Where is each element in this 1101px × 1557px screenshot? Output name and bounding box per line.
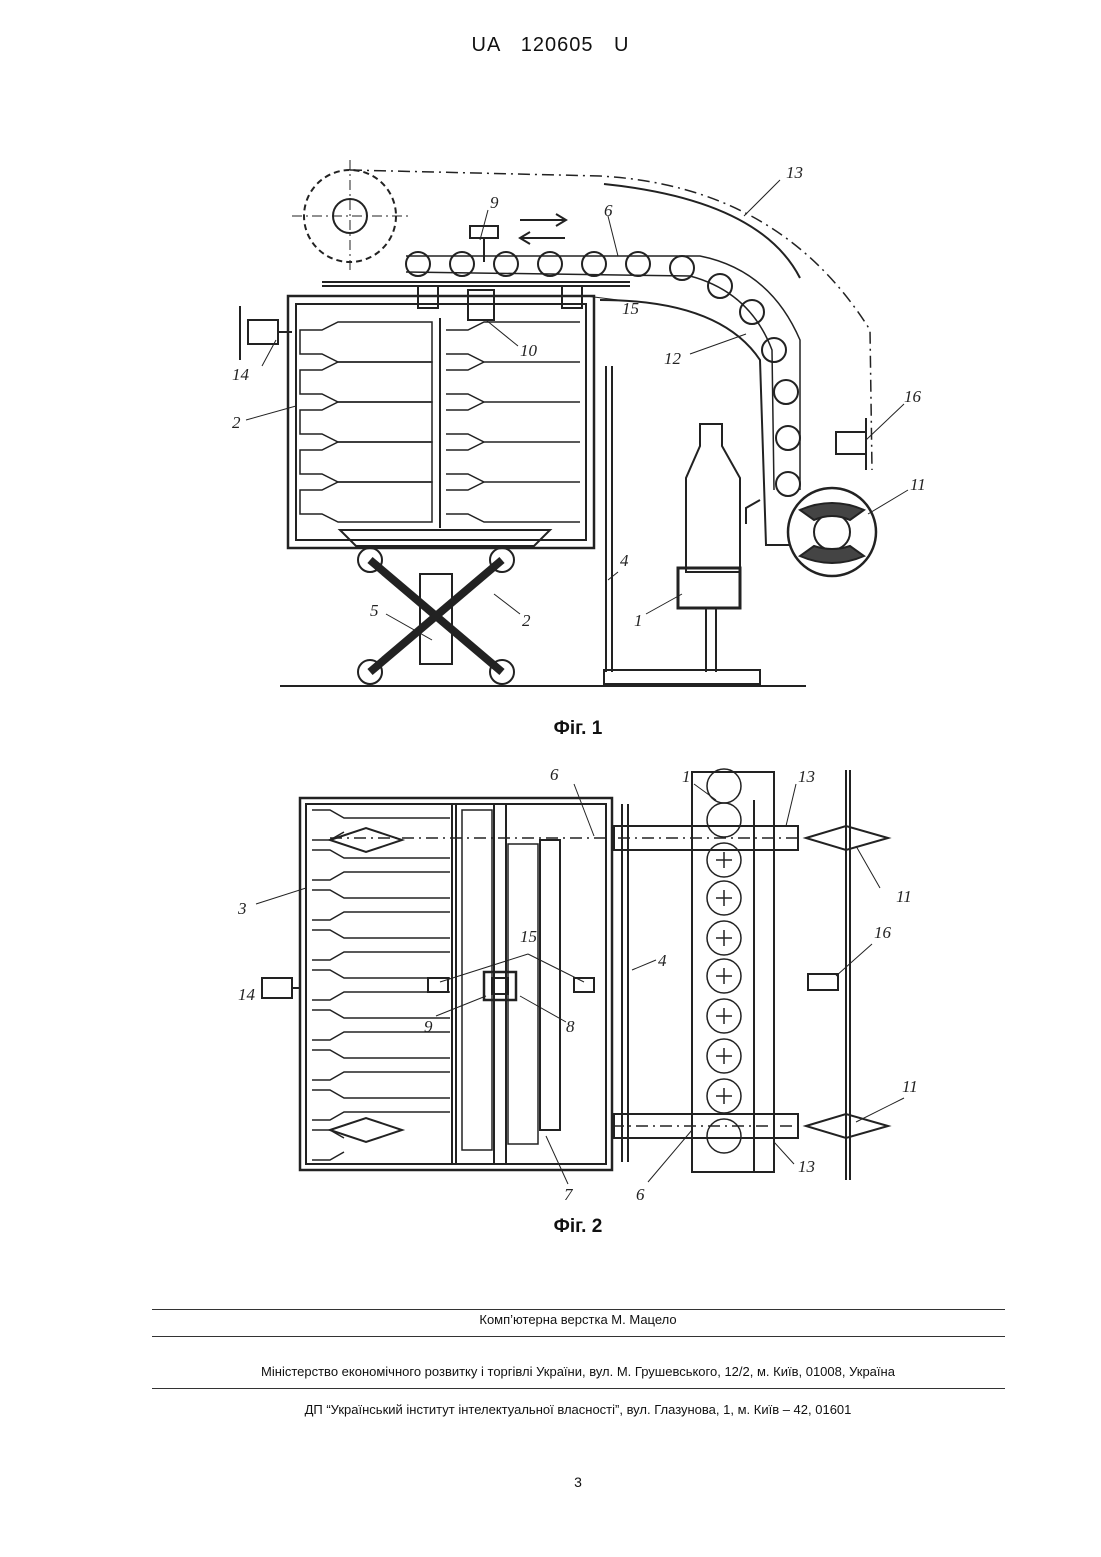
fig2-label-1: 1 <box>682 767 691 786</box>
footer-rule-bottom <box>152 1388 1005 1389</box>
fig1-label-16: 16 <box>904 387 922 406</box>
fig1-label-11: 11 <box>910 475 926 494</box>
fig2-label-15: 15 <box>520 927 537 946</box>
fig1-label-2: 2 <box>232 413 241 432</box>
fig1-label-9: 9 <box>490 193 499 212</box>
ministry-address: Міністерство економічного розвитку і тор… <box>0 1364 1101 1379</box>
fig2-label-8: 8 <box>566 1017 575 1036</box>
footer-rule-top <box>152 1309 1005 1310</box>
fig1-label-6: 6 <box>604 201 613 220</box>
fig1-label-10: 10 <box>520 341 538 360</box>
fig2-label-7: 7 <box>564 1185 574 1204</box>
fig2-label-13-bottom: 13 <box>798 1157 815 1176</box>
fig1-label-14: 14 <box>232 365 250 384</box>
figure-2-drawing: 6 1 13 3 11 4 15 16 14 9 8 11 7 6 13 <box>0 760 1101 1205</box>
figure-1-drawing: 13 9 6 15 14 10 12 2 16 11 4 5 2 1 <box>0 150 1101 710</box>
patent-number-header: UA 120605 U <box>0 34 1101 57</box>
fig1-label-4: 4 <box>620 551 629 570</box>
institute-address: ДП “Український інститут інтелектуальної… <box>0 1402 1101 1417</box>
figure-2-caption: Фіг. 2 <box>0 1216 1101 1238</box>
fig2-label-16: 16 <box>874 923 892 942</box>
fig2-label-14: 14 <box>238 985 256 1004</box>
fig2-label-9: 9 <box>424 1017 433 1036</box>
figure-1-caption: Фіг. 1 <box>0 718 1101 740</box>
fig2-label-4: 4 <box>658 951 667 970</box>
footer-rule-middle <box>152 1336 1005 1337</box>
fig1-label-13: 13 <box>786 163 803 182</box>
fig2-label-6-top: 6 <box>550 765 559 784</box>
fig1-label-1: 1 <box>634 611 643 630</box>
fig2-label-3: 3 <box>237 899 247 918</box>
typesetting-credit: Комп’ютерна верстка М. Мацело <box>0 1312 1101 1327</box>
fig1-label-12: 12 <box>664 349 682 368</box>
page-number: 3 <box>0 1474 1101 1490</box>
fig2-label-13-top: 13 <box>798 767 815 786</box>
fig1-label-2b: 2 <box>522 611 531 630</box>
fig2-label-6-bottom: 6 <box>636 1185 645 1204</box>
fig1-label-5: 5 <box>370 601 379 620</box>
fig2-label-11-bottom: 11 <box>902 1077 918 1096</box>
fig2-label-11-top: 11 <box>896 887 912 906</box>
fig1-label-15: 15 <box>622 299 639 318</box>
